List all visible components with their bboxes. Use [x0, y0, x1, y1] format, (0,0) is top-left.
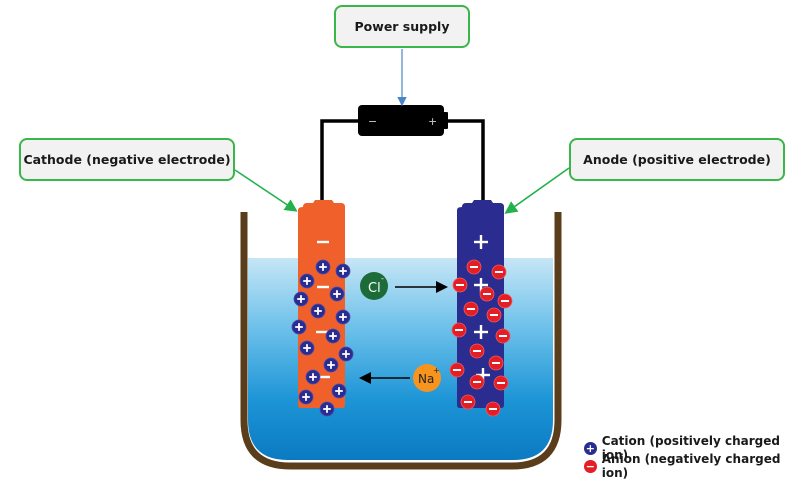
anion: [449, 362, 465, 378]
cation: [335, 263, 351, 279]
cathode-negative-sign: [318, 375, 330, 379]
battery-icon: − +: [358, 105, 448, 136]
cation: [329, 286, 345, 302]
anion: [451, 322, 467, 338]
anode-positive-sign: [474, 278, 488, 292]
anion: [469, 343, 485, 359]
cathode-pointer: [234, 169, 298, 212]
anion: [452, 277, 468, 293]
anode-positive-sign: [474, 325, 488, 339]
cation: [315, 259, 331, 275]
anion: [469, 374, 485, 390]
cation: [293, 291, 309, 307]
cation-icon: +: [584, 441, 597, 455]
container: [240, 212, 562, 470]
anion: [495, 328, 511, 344]
cation: [299, 340, 315, 356]
cation: [310, 303, 326, 319]
cation: [335, 309, 351, 325]
legend-cation: + Cation (positively charged ion): [584, 434, 807, 462]
wire-positive: [446, 119, 485, 205]
sodium-symbol: Na: [418, 372, 434, 386]
cathode-negative-sign: [316, 330, 328, 334]
anion-icon: −: [584, 459, 597, 473]
anion: [466, 259, 482, 275]
anion: [485, 401, 501, 417]
anion: [463, 301, 479, 317]
cation: [299, 273, 315, 289]
sodium-ion: Na +: [413, 364, 441, 392]
anode-electrode: [457, 200, 504, 408]
legend-cation-label: Cation (positively charged ion): [601, 434, 780, 462]
anion: [497, 293, 513, 309]
electrolyte-solution: [248, 258, 553, 460]
chloride-charge: -: [381, 274, 384, 283]
anion: [493, 375, 509, 391]
anode-label: Anode (positive electrode): [569, 138, 785, 181]
sodium-charge: +: [433, 366, 440, 375]
chloride-symbol: Cl: [368, 281, 381, 296]
anode-positive-sign: [474, 235, 488, 249]
legend-anion: − Anion (negatively charged ion): [584, 452, 807, 480]
cation: [291, 319, 307, 335]
power-supply-label: Power supply: [334, 5, 470, 48]
anion: [479, 286, 495, 302]
anion: [488, 355, 504, 371]
cathode-negative-sign: [317, 285, 329, 289]
cation: [323, 357, 339, 373]
cathode-electrode: [298, 200, 345, 408]
anion: [460, 394, 476, 410]
battery-positive-terminal: +: [428, 115, 437, 128]
chloride-ion: Cl -: [360, 272, 388, 300]
battery-negative-terminal: −: [368, 115, 377, 128]
cation: [319, 401, 335, 417]
anion: [486, 307, 502, 323]
cation: [338, 346, 354, 362]
cathode-label: Cathode (negative electrode): [19, 138, 235, 181]
cathode-negative-sign: [317, 240, 329, 244]
cation: [298, 389, 314, 405]
anode-pointer: [504, 167, 570, 214]
legend-anion-label: Anion (negatively charged ion): [601, 452, 781, 480]
anion: [491, 264, 507, 280]
cation: [325, 328, 341, 344]
cation: [305, 369, 321, 385]
anode-positive-sign: [476, 368, 490, 382]
cation: [331, 383, 347, 399]
wire-negative: [320, 119, 360, 205]
